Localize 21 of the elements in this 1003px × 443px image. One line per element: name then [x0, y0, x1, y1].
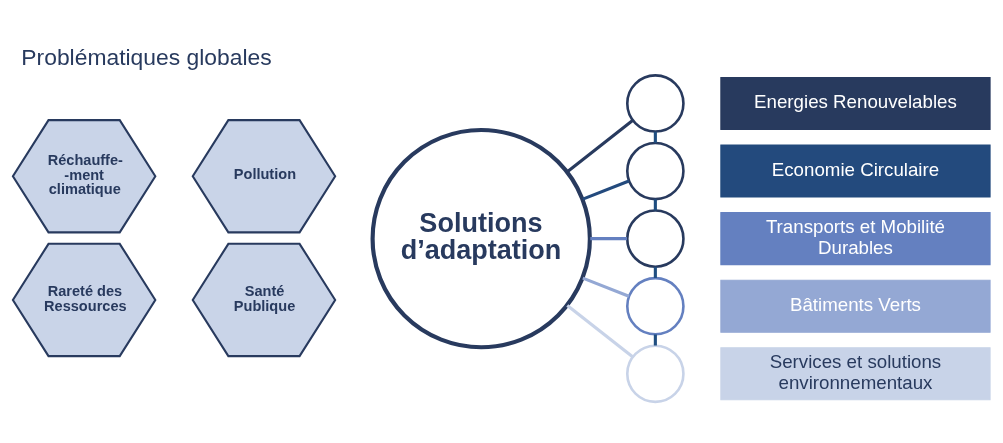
connector [582, 276, 630, 298]
node-circle: Solutions d’adaptation [370, 127, 592, 349]
node-box: Economie Circulaire [720, 144, 991, 198]
connector [582, 179, 630, 201]
node-circle [626, 276, 685, 336]
connector [653, 333, 657, 346]
connector [653, 131, 657, 143]
connector [653, 198, 657, 210]
node-circle [626, 343, 685, 403]
connector [653, 266, 657, 278]
node-box: Services et solutions environnementaux [720, 346, 991, 400]
node-box: Transports et Mobilité Durables [720, 211, 991, 265]
connector [566, 303, 634, 358]
diagram-title: Problématiques globales [21, 43, 272, 70]
connector [590, 236, 627, 240]
node-circle [626, 208, 685, 268]
node-box: Energies Renouvelables [720, 76, 991, 130]
node-box: Bâtiments Verts [720, 279, 991, 333]
node-circle [626, 141, 685, 200]
connector [566, 118, 634, 173]
node-circle [626, 73, 685, 133]
